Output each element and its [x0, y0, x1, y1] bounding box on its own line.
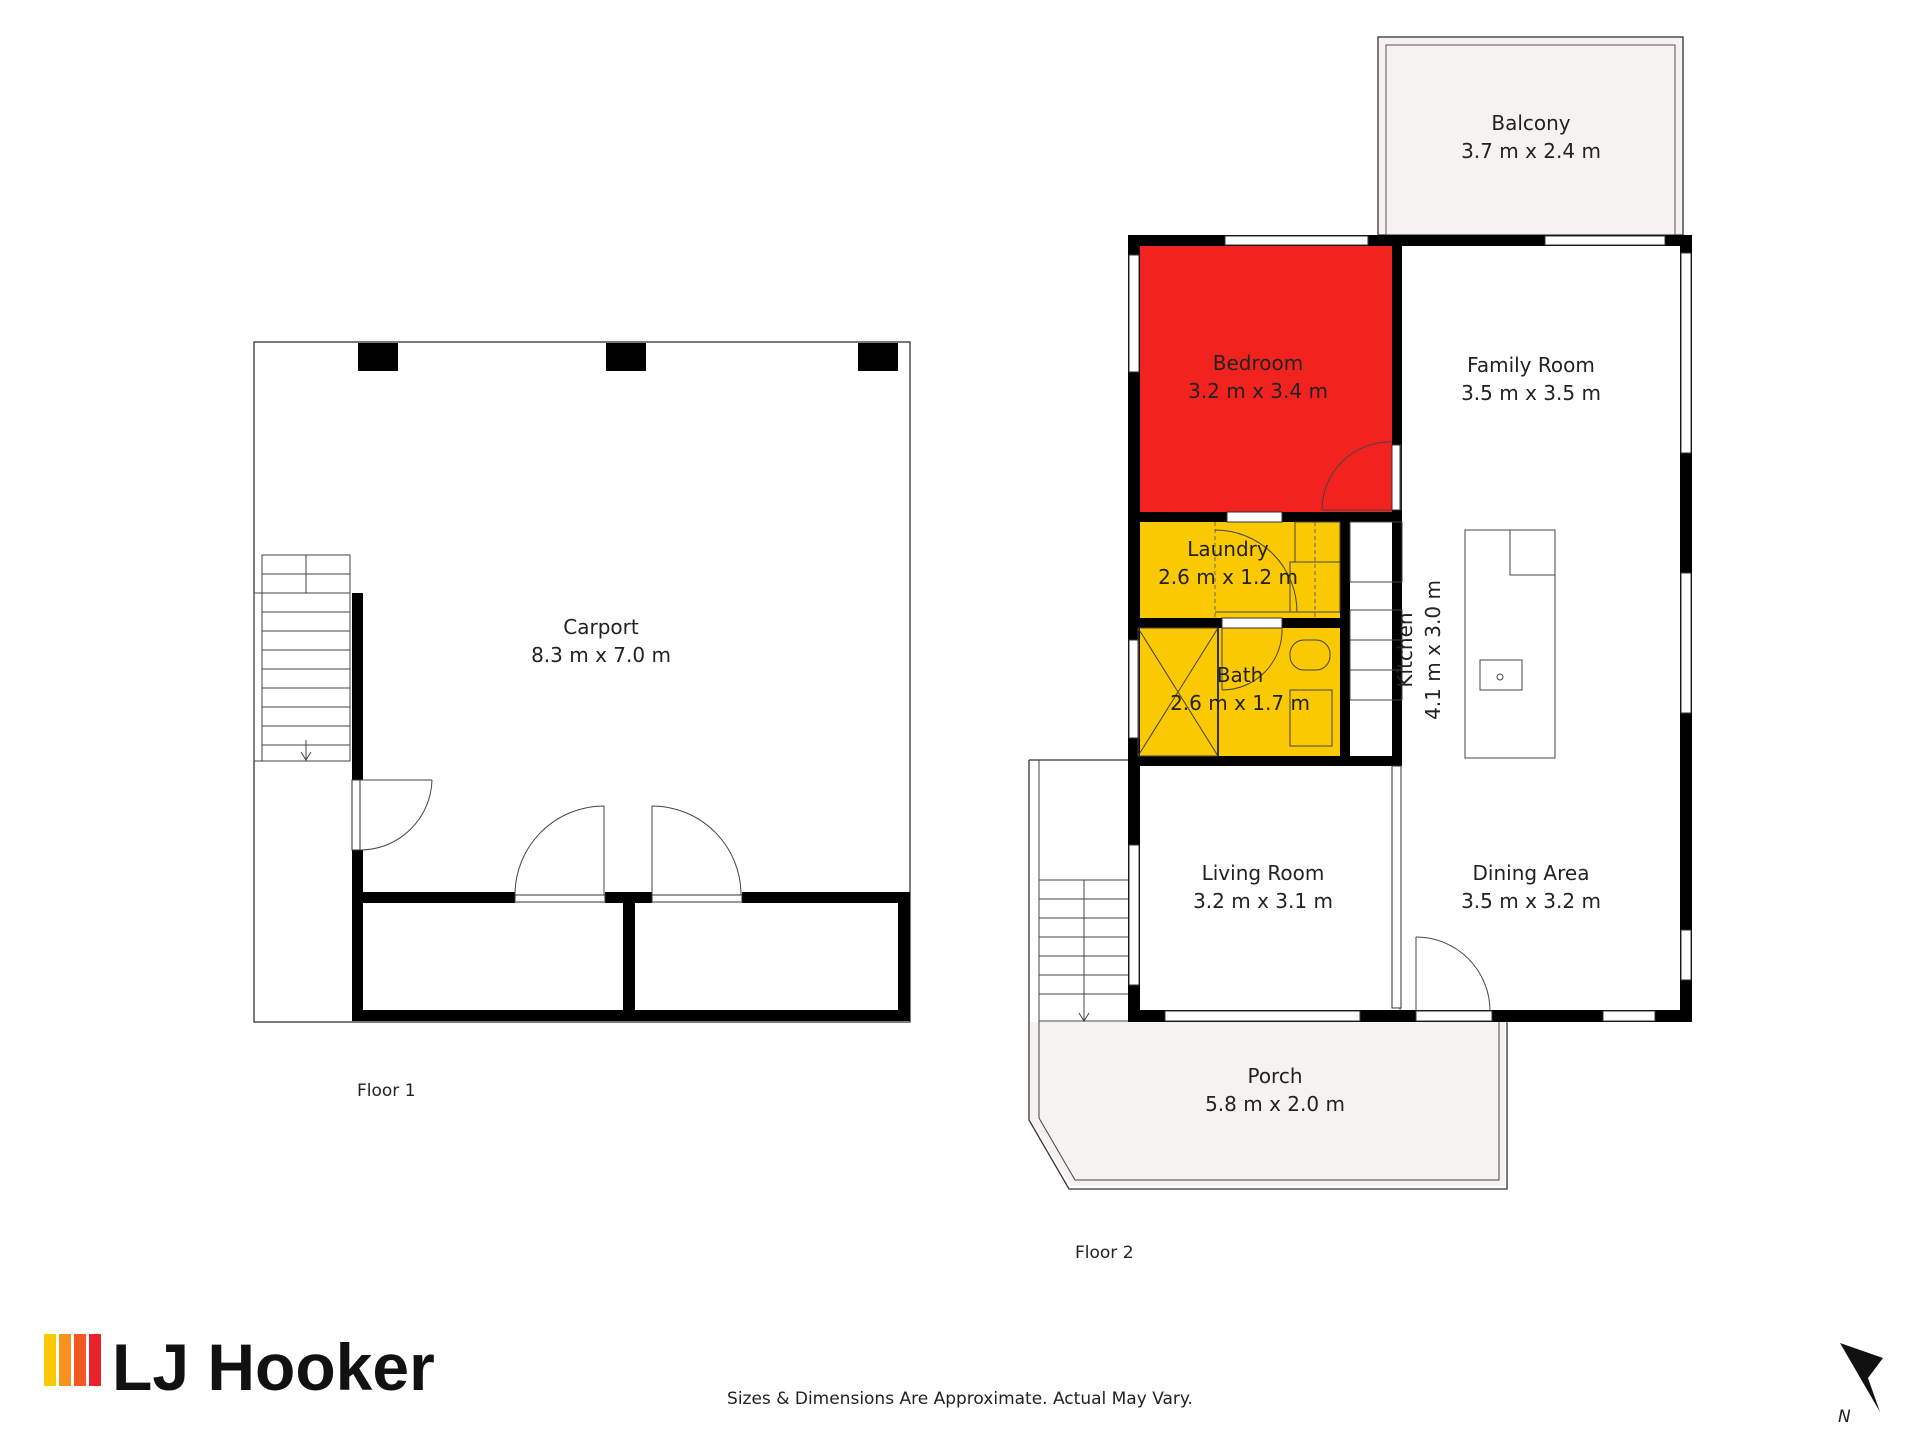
room-name: Porch — [1247, 1064, 1302, 1088]
door-swing — [1415, 936, 1493, 1022]
floor-1-plan — [253, 341, 911, 1023]
room-name: Kitchen — [1393, 612, 1417, 687]
room-laundry — [1138, 522, 1340, 618]
door-swing — [1221, 627, 1283, 691]
label-dining-area: Dining Area 3.5 m x 3.2 m — [1461, 861, 1601, 913]
room-size: 5.8 m x 2.0 m — [1205, 1092, 1345, 1116]
door-swing — [514, 805, 606, 903]
floor-2-plan — [1028, 36, 1692, 1190]
room-size: 3.5 m x 3.5 m — [1461, 381, 1601, 405]
logo-stripe — [59, 1334, 71, 1386]
laundry-fixtures — [1214, 521, 1341, 618]
room-name: Bath — [1217, 663, 1264, 687]
room-name: Bedroom — [1213, 351, 1303, 375]
label-kitchen: Kitchen 4.1 m x 3.0 m — [1393, 580, 1445, 720]
room-name: Living Room — [1202, 861, 1325, 885]
label-living-room: Living Room 3.2 m x 3.1 m — [1193, 861, 1333, 913]
logo-stripe — [89, 1334, 101, 1386]
label-bath: Bath 2.6 m x 1.7 m — [1170, 663, 1310, 715]
stairs-floor1 — [253, 554, 351, 762]
room-name: Family Room — [1467, 353, 1595, 377]
room-size: 4.1 m x 3.0 m — [1421, 580, 1445, 720]
logo-stripe — [74, 1334, 86, 1386]
room-name: Balcony — [1491, 111, 1570, 135]
room-size: 2.6 m x 1.2 m — [1158, 565, 1298, 589]
room-size: 2.6 m x 1.7 m — [1170, 691, 1310, 715]
floor-2-label: Floor 2 — [1075, 1243, 1134, 1263]
room-size: 3.5 m x 3.2 m — [1461, 889, 1601, 913]
room-name: Laundry — [1187, 537, 1269, 561]
door-swing — [651, 805, 743, 903]
post — [606, 343, 646, 371]
windows — [1128, 235, 1692, 1022]
compass-label: N — [1838, 1407, 1851, 1427]
lj-hooker-logo: LJ Hooker — [44, 1330, 435, 1404]
room-size: 8.3 m x 7.0 m — [531, 643, 671, 667]
label-laundry: Laundry 2.6 m x 1.2 m — [1158, 537, 1298, 589]
label-porch: Porch 5.8 m x 2.0 m — [1205, 1064, 1345, 1116]
room-size: 3.2 m x 3.1 m — [1193, 889, 1333, 913]
label-bedroom: Bedroom 3.2 m x 3.4 m — [1188, 351, 1328, 403]
door-swing — [1321, 441, 1401, 511]
room-size: 3.2 m x 3.4 m — [1188, 379, 1328, 403]
room-name: Carport — [563, 615, 639, 639]
post — [358, 343, 398, 371]
room-bath — [1138, 628, 1340, 756]
north-arrow-icon: N — [1838, 1343, 1883, 1427]
label-balcony: Balcony 3.7 m x 2.4 m — [1461, 111, 1601, 163]
room-porch — [1030, 1022, 1505, 1186]
room-size: 3.7 m x 2.4 m — [1461, 139, 1601, 163]
bath-fixtures — [1137, 627, 1333, 757]
post — [858, 343, 898, 371]
room-bedroom — [1138, 245, 1392, 512]
logo-stripe — [44, 1334, 56, 1386]
label-carport: Carport 8.3 m x 7.0 m — [531, 615, 671, 667]
room-balcony — [1377, 36, 1684, 236]
disclaimer: Sizes & Dimensions Are Approximate. Actu… — [727, 1389, 1193, 1409]
logo-text: LJ Hooker — [112, 1330, 435, 1404]
room-name: Dining Area — [1473, 861, 1590, 885]
kitchen-fixtures — [1349, 521, 1556, 759]
door-swing — [351, 779, 433, 851]
stairs-floor2 — [1038, 879, 1130, 1022]
label-family-room: Family Room 3.5 m x 3.5 m — [1461, 353, 1601, 405]
floor-1-label: Floor 1 — [357, 1081, 416, 1101]
